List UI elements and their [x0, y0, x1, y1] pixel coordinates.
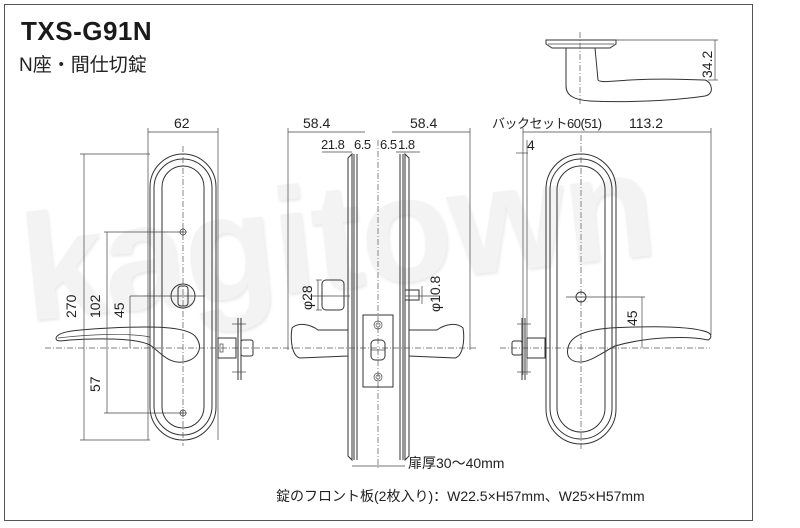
dim-right-depth: 1.8 [398, 137, 415, 152]
dim-lever-length: 113.2 [629, 115, 663, 131]
model-subtitle: N座・間仕切錠 [19, 55, 147, 76]
dim-left-gap: 6.5 [354, 137, 371, 152]
dim-plate-offset: 4 [527, 137, 535, 153]
dim-thumbturn-offset: 45 [111, 302, 127, 318]
model-title: TXS-G91N [21, 16, 153, 46]
back-view: バックセット60(51) 113.2 4 45 [492, 115, 712, 450]
dim-front-width: 62 [174, 115, 190, 131]
dim-front-height: 270 [63, 294, 79, 318]
dim-left-depth: 21.8 [321, 137, 345, 152]
dim-screw-pitch-lower: 57 [87, 376, 103, 392]
dim-right-gap: 6.5 [380, 137, 397, 152]
dim-lever-height: 34.2 [699, 51, 715, 78]
top-view: 34.2 [545, 32, 718, 104]
dim-left-projection: 58.4 [303, 115, 330, 131]
dim-right-projection: 58.4 [410, 115, 437, 131]
dim-screw-pitch-upper: 102 [87, 294, 103, 318]
side-view: 58.4 58.4 21.8 6.5 6.5 1.8 φ28 φ10.8 [272, 115, 478, 470]
front-plate-note: 錠のフロント板(2枚入り)：W22.5×H57mm、W25×H57mm [276, 488, 645, 504]
dim-rose-diameter: φ28 [299, 285, 315, 310]
dim-coin-release-offset: 45 [624, 310, 640, 326]
front-view: 62 270 102 [45, 115, 270, 446]
dim-spindle-diameter: φ10.8 [427, 275, 443, 312]
door-thickness-label: 扉厚30〜40mm [408, 455, 504, 471]
dim-backset: バックセット60(51) [492, 116, 602, 131]
drawing-frame [4, 4, 753, 521]
